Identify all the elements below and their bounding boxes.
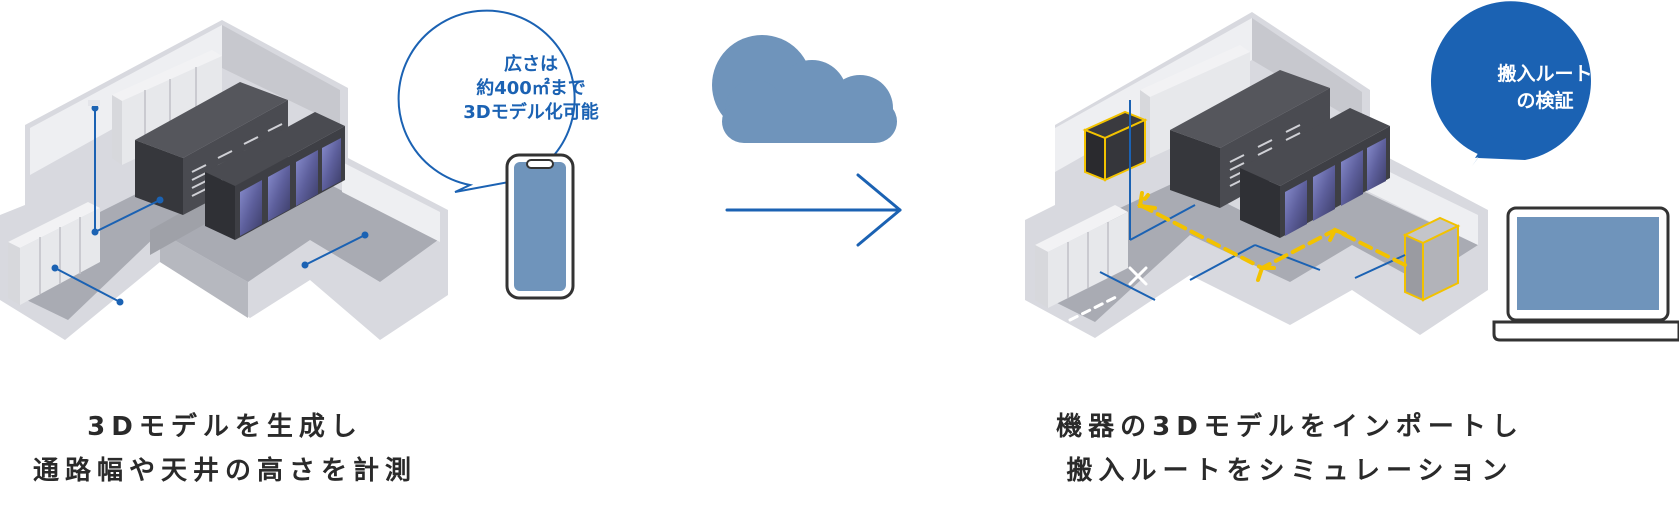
right-caption-line-2: 搬入ルートをシミュレーション	[1066, 456, 1514, 486]
left-room-illustration	[0, 20, 448, 340]
left-server-racks	[135, 82, 345, 240]
left-bubble-line-2: 約400㎡まで	[476, 77, 586, 99]
blocked-route	[1068, 294, 1120, 322]
right-caption-line-1: 機器の3Dモデルをインポートし	[1056, 412, 1524, 442]
laptop-icon	[1492, 206, 1679, 342]
smartphone-icon	[505, 153, 575, 300]
cloud-icon	[712, 35, 897, 143]
right-room-illustration	[1025, 12, 1488, 338]
x-mark-icon	[1128, 266, 1148, 286]
right-bubble-line-1: 搬入ルート	[1497, 62, 1592, 85]
left-caption-line-1: 3Dモデルを生成し	[87, 412, 363, 442]
right-bubble-line-2: の検証	[1516, 89, 1573, 112]
imported-rack-front	[1402, 216, 1461, 302]
left-cabinet-row-front	[8, 202, 100, 305]
left-speech-bubble: 広さは 約400㎡まで 3Dモデル化可能	[397, 9, 599, 193]
right-speech-bubble: 搬入ルート の検証	[1430, 1, 1593, 167]
imported-rack-back	[1082, 110, 1148, 182]
measurement-lines	[51, 104, 369, 306]
left-bubble-line-1: 広さは	[504, 53, 558, 75]
left-bubble-line-3: 3Dモデル化可能	[463, 101, 598, 123]
left-caption: 3Dモデルを生成し 通路幅や天井の高さを計測	[0, 405, 450, 493]
right-caption: 機器の3Dモデルをインポートし 搬入ルートをシミュレーション	[1010, 405, 1570, 493]
arrow-right-icon	[725, 173, 902, 247]
camera-icon	[88, 100, 100, 106]
left-caption-line-2: 通路幅や天井の高さを計測	[32, 456, 417, 486]
